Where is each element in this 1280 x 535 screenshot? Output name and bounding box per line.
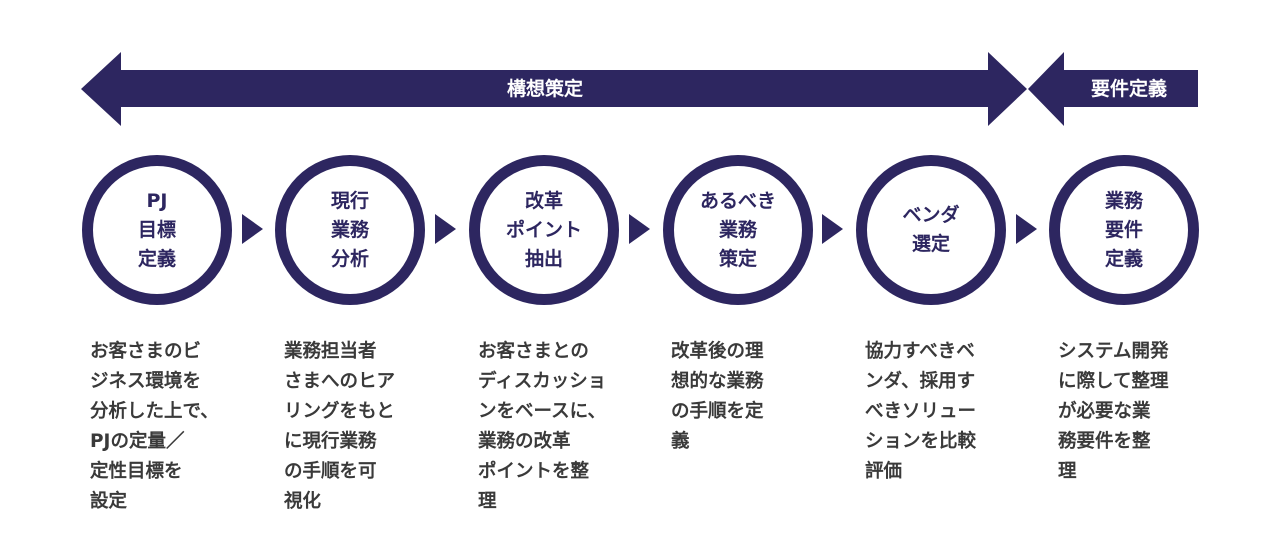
desc-line: ンをベースに、	[478, 401, 607, 422]
desc-line: ディスカッショ	[478, 371, 607, 392]
desc-line: 業務担当者	[284, 341, 377, 362]
next-arrow-icon	[1016, 214, 1037, 244]
desc-line: 視化	[284, 491, 322, 512]
step-description-ideal-process: 改革後の理想的な業務の手順を定義	[671, 337, 764, 457]
desc-line: PJの定量／	[90, 431, 185, 452]
desc-line: が必要な業	[1058, 401, 1151, 422]
step-description-current-analysis: 業務担当者さまへのヒアリングをもとに現行業務の手順を可視化	[284, 337, 395, 517]
desc-line: ンダ、採用す	[865, 371, 976, 392]
desc-line: ションを比較	[865, 431, 977, 452]
step-description-pj-goal: お客さまのビジネス環境を分析した上で、 PJの定量／ 定性目標を設定	[90, 337, 219, 517]
step-label: 現行 業務 分析	[330, 189, 369, 270]
next-arrow-icon	[629, 214, 650, 244]
phase-label-concept: 構想策定	[507, 78, 584, 100]
desc-line: 義	[671, 431, 690, 452]
desc-line: の手順を可	[284, 461, 377, 482]
desc-line: 改革後の理	[671, 341, 764, 362]
step-description-vendor-selection: 協力すべきベンダ、採用すべきソリューションを比較評価	[865, 337, 976, 487]
step-circle-requirements: 業務 要件 定義	[1049, 155, 1199, 305]
step-label: 業務 要件 定義	[1104, 189, 1143, 270]
desc-line: に現行業務	[284, 431, 377, 452]
step-circle-ideal-process: あるべき 業務 策定	[663, 155, 813, 305]
step-description-reform-points: お客さまとのディスカッションをベースに、業務の改革ポイントを整理	[478, 337, 606, 517]
desc-line: に際して整理	[1058, 371, 1169, 392]
desc-line: 理	[1058, 461, 1077, 482]
next-arrow-icon	[822, 214, 843, 244]
desc-line: 理	[478, 491, 497, 512]
desc-line: 協力すべきベ	[865, 341, 975, 362]
desc-line: 設定	[90, 491, 128, 512]
desc-line: 業務の改革	[478, 431, 571, 452]
next-arrow-icon	[435, 214, 456, 244]
step-circle-current-analysis: 現行 業務 分析	[275, 155, 425, 305]
desc-line: ジネス環境を	[90, 371, 202, 392]
step-circle-reform-points: 改革 ポイント 抽出	[469, 155, 619, 305]
step-label: あるべき 業務 策定	[699, 189, 776, 270]
concept-phase-arrow	[81, 52, 1027, 126]
requirements-phase-arrow	[1028, 52, 1198, 126]
desc-line: お客さまのビ	[90, 341, 202, 362]
desc-line: 分析した上で、	[90, 401, 219, 422]
step-label: ベンダ 選定	[902, 204, 960, 255]
desc-line: さまへのヒア	[284, 371, 396, 392]
desc-line: リングをもと	[284, 401, 395, 422]
desc-line: お客さまとの	[478, 341, 589, 362]
desc-line: 評価	[865, 461, 903, 482]
step-description-requirements: システム開発に際して整理が必要な業務要件を整理	[1058, 337, 1168, 487]
step-circle-pj-goal: PJ 目標 定義	[82, 155, 232, 305]
step-label: PJ 目標 定義	[137, 189, 176, 270]
step-label: 改革 ポイント 抽出	[505, 189, 582, 270]
desc-line: べきソリュー	[865, 401, 977, 422]
desc-line: 想的な業務	[671, 371, 764, 392]
desc-line: の手順を定	[671, 401, 764, 422]
desc-line: 定性目標を	[90, 461, 183, 482]
step-circle-vendor-selection: ベンダ 選定	[856, 155, 1006, 305]
desc-line: ポイントを整	[478, 461, 590, 482]
next-arrow-icon	[242, 214, 263, 244]
phase-label-requirements: 要件定義	[1091, 78, 1168, 100]
desc-line: システム開発	[1058, 341, 1169, 362]
desc-line: 務要件を整	[1058, 431, 1151, 452]
